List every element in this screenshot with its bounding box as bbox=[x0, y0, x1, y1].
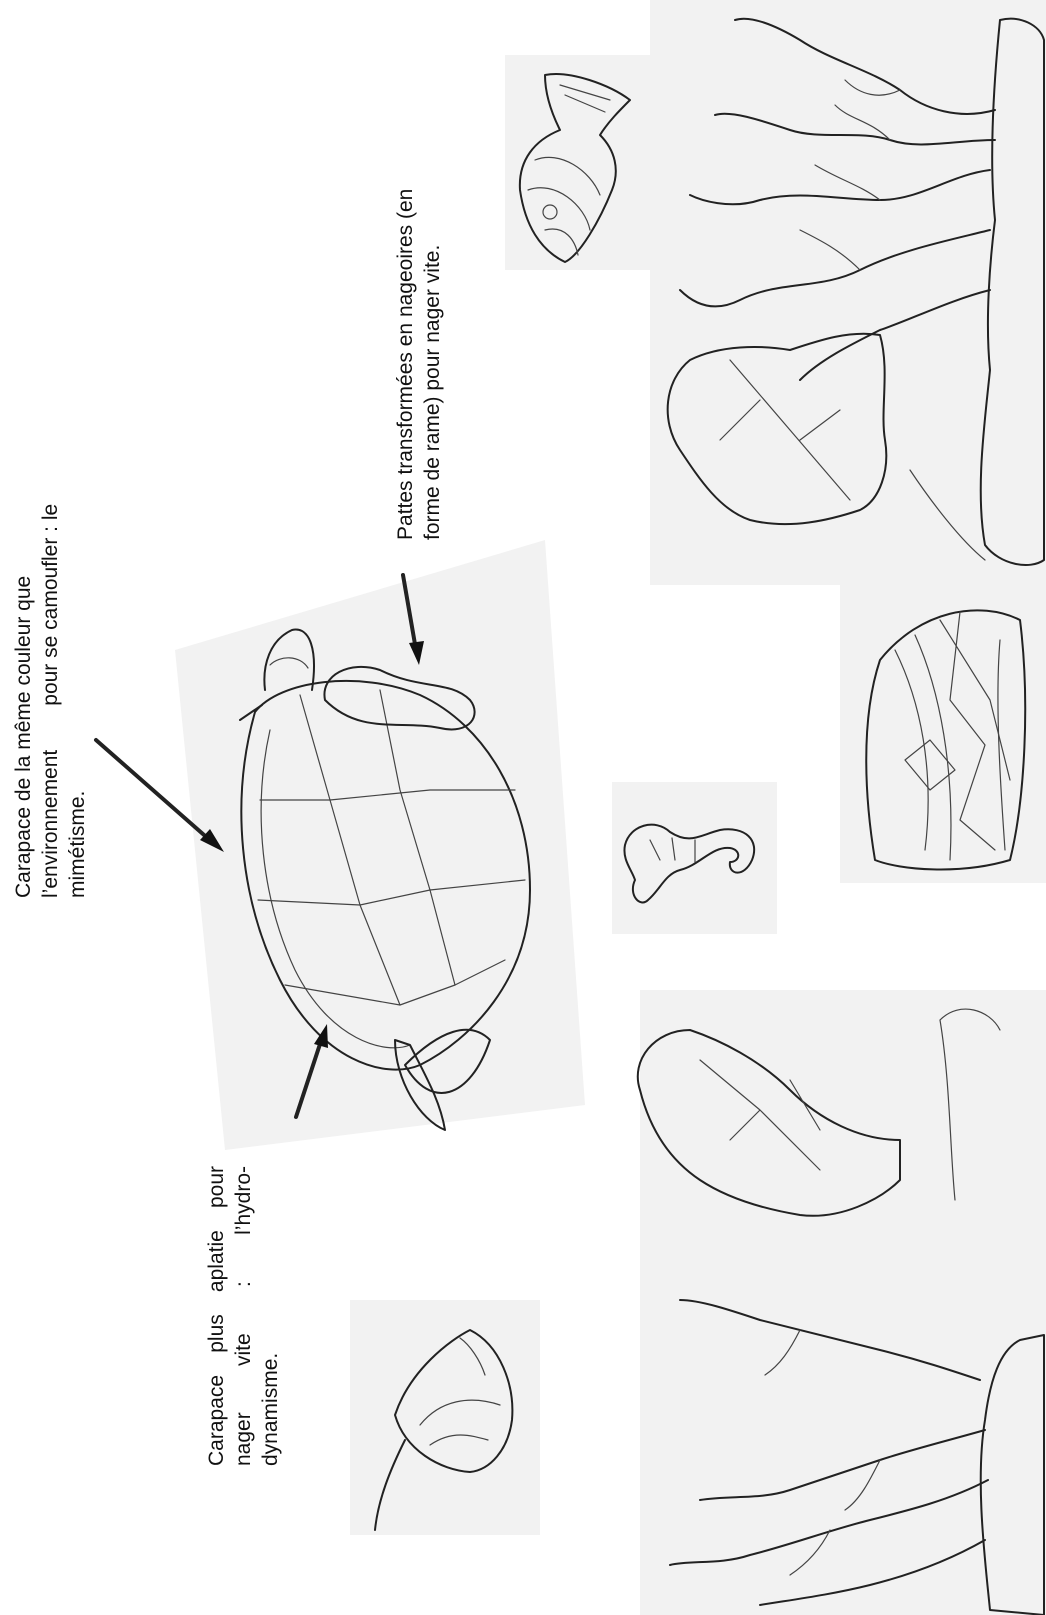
annotation-carapace-color-line2-b: pour se camoufler : le bbox=[39, 504, 62, 706]
annotation-carapace-flat: Carapace plus aplatie pour nager vite : … bbox=[203, 1166, 284, 1466]
turtle-background bbox=[175, 540, 585, 1150]
annotation-paddles: Pattes transformées en nageoires (en for… bbox=[392, 100, 446, 540]
annotation-carapace-color-line1: Carapace de la même couleur que bbox=[10, 578, 37, 898]
annotation-carapace-flat-line1: Carapace plus aplatie pour bbox=[203, 1166, 230, 1466]
annotation-carapace-color-line2-a: l’environnement bbox=[39, 750, 62, 898]
annotation-carapace-flat-line2: nager vite : l’hydro- bbox=[230, 1166, 257, 1466]
annotation-paddles-line1: Pattes transformées en nageoires (en bbox=[392, 100, 419, 540]
annotation-carapace-color-line2: l’environnementpour se camoufler : le bbox=[37, 578, 64, 898]
fish-top-background bbox=[505, 55, 655, 270]
annotation-carapace-flat-line3: dynamisme. bbox=[257, 1166, 284, 1466]
annotation-carapace-color: Carapace de la même couleur que l’enviro… bbox=[10, 578, 91, 898]
annotation-carapace-color-line3: mimétisme. bbox=[64, 578, 91, 898]
annotation-paddles-line2: forme de rame) pour nager vite. bbox=[419, 100, 446, 540]
